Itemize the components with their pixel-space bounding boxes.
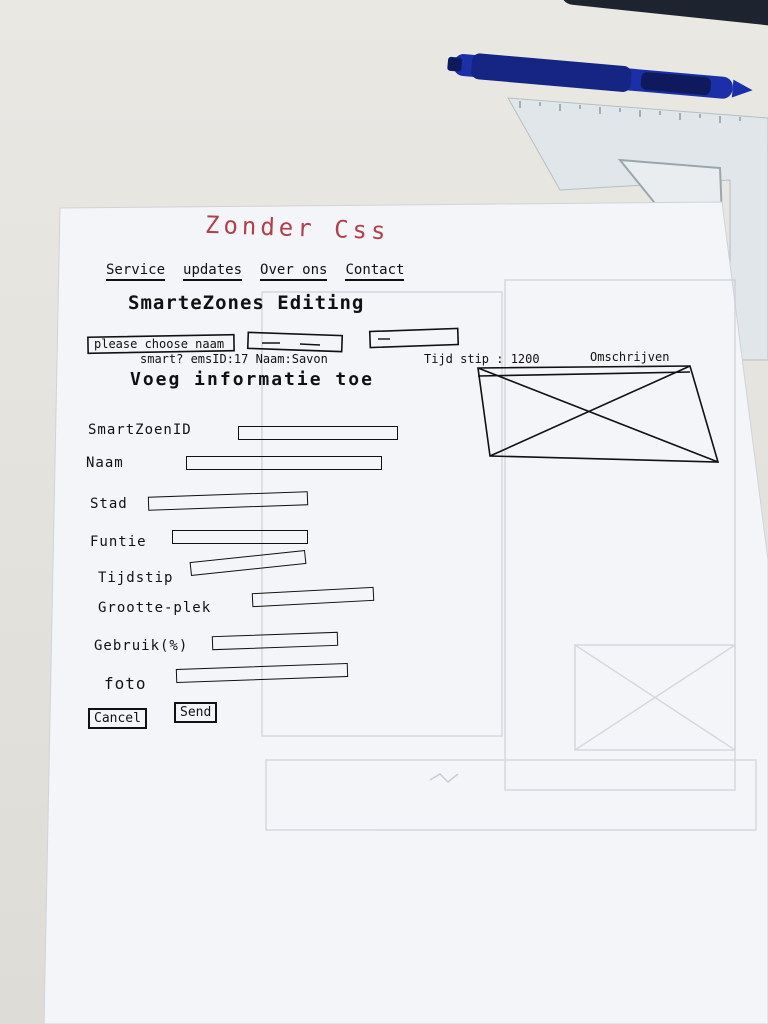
label-funtie: Funtie [90, 534, 147, 550]
smartzoenid-input[interactable] [238, 426, 398, 440]
funtie-input[interactable] [172, 530, 308, 544]
label-naam: Naam [86, 455, 124, 471]
label-tijdstip: Tijdstip [98, 570, 174, 586]
tijd-line: Tijd stip : 1200 [424, 352, 540, 366]
label-stad: Stad [90, 496, 128, 512]
crossed-box-icon [477, 365, 720, 463]
nav-item-service[interactable]: Service [106, 262, 166, 281]
nav-item-over-ons[interactable]: Over ons [260, 262, 328, 281]
page-heading: SmarteZones Editing [128, 292, 365, 314]
label-grootte-plek: Grootte-plek [98, 600, 212, 616]
form-heading: Voeg informatie toe [130, 369, 374, 390]
cancel-button[interactable]: Cancel [88, 708, 147, 729]
info-line: smart? emsID:17 Naam:Savon [140, 352, 328, 366]
selector-text[interactable]: please choose naam [94, 337, 225, 351]
send-button[interactable]: Send [174, 702, 218, 723]
nav-item-updates[interactable]: updates [183, 262, 243, 281]
label-foto: foto [104, 674, 147, 693]
label-gebruik: Gebruik(%) [94, 638, 189, 654]
naam-input[interactable] [186, 456, 382, 470]
nav-item-contact[interactable]: Contact [345, 262, 405, 281]
nav-bar: Service updates Over ons Contact [106, 262, 405, 281]
label-smartzoenid: SmartZoenID [88, 422, 192, 438]
omschrijving-label: Omschrijven [590, 350, 670, 364]
